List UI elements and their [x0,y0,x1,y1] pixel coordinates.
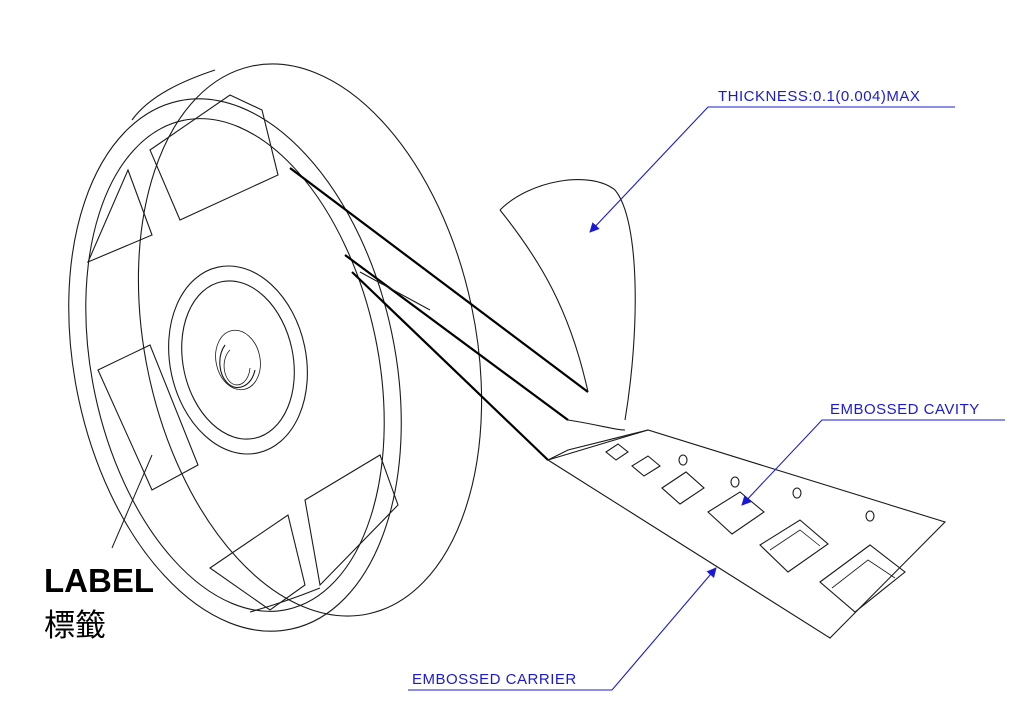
sprocket-holes [678,454,875,522]
cover-tape-loop [499,179,636,431]
label-rectangle [97,344,199,491]
embossed-cavities [605,443,906,613]
reel-front-flange [68,98,402,632]
label-leader [111,454,153,549]
embossed-carrier-text: EMBOSSED CARRIER [412,671,577,688]
embossed-cavity-callout: EMBOSSED CAVITY [741,401,1005,506]
thickness-callout: THICKNESS:0.1(0.004)MAX [589,88,955,233]
label-chinese: 標籤 [44,608,106,644]
reel-back-flange [137,63,483,617]
reel-spoke-windows [86,94,399,611]
embossed-carrier-callout: EMBOSSED CARRIER [408,567,717,691]
thickness-text: THICKNESS:0.1(0.004)MAX [718,88,920,105]
embossed-cavity-text: EMBOSSED CAVITY [830,401,980,418]
reel-hub [168,265,308,455]
carrier-tape-strip [289,167,589,461]
embossed-carrier-tape [546,429,947,639]
label-english: LABEL [44,562,154,599]
